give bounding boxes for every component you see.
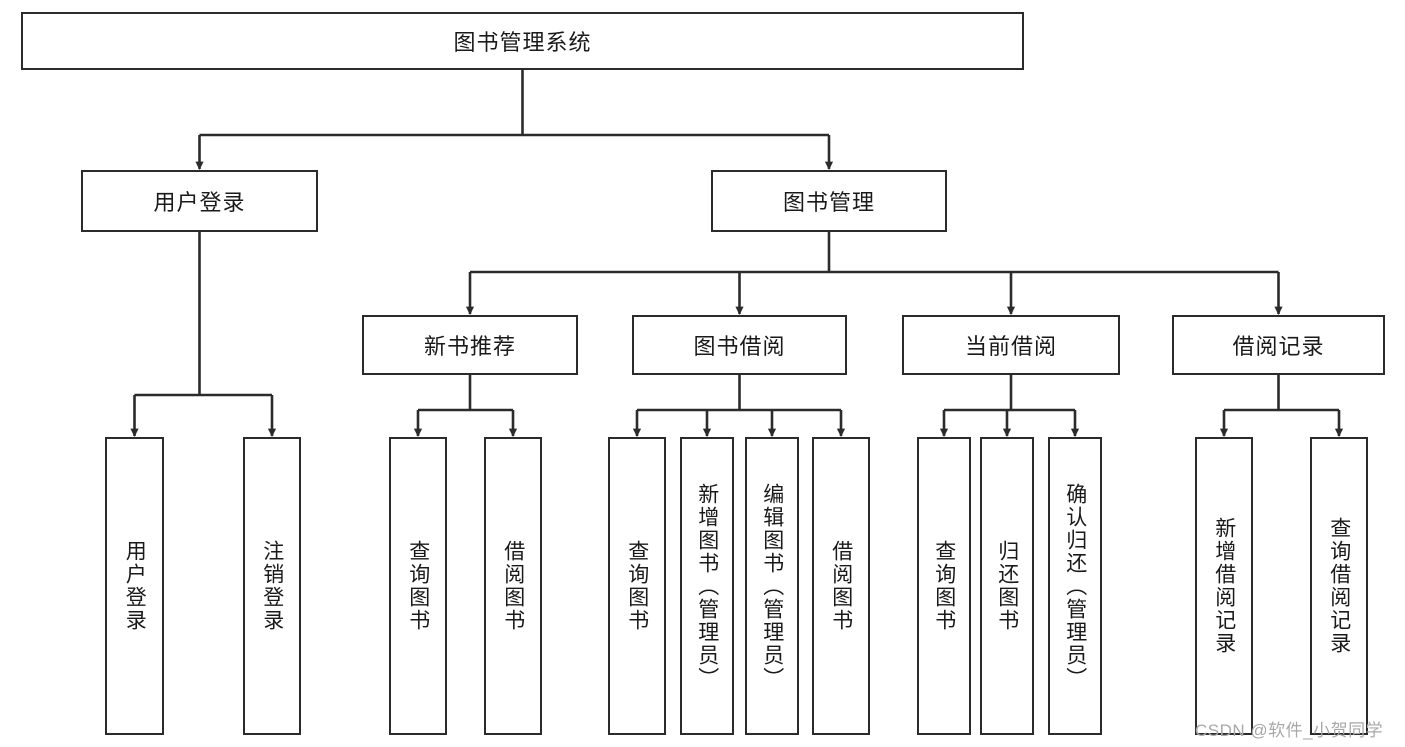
- diagram-node-leaves-6[interactable]: 编辑图书（管理员）: [745, 437, 799, 735]
- node-label: 查询借阅记录: [1327, 517, 1351, 655]
- diagram-node-leaves-5[interactable]: 新增图书（管理员）: [680, 437, 734, 735]
- node-label: 查询图书: [406, 540, 430, 632]
- diagram-node-leaves-9[interactable]: 归还图书: [980, 437, 1034, 735]
- node-label: 借阅图书: [501, 540, 525, 632]
- diagram-node-leaves-2[interactable]: 查询图书: [389, 437, 447, 735]
- node-label: 借阅图书: [829, 540, 853, 632]
- diagram-node-leaves-11[interactable]: 新增借阅记录: [1195, 437, 1253, 735]
- node-label: 图书管理: [782, 190, 875, 215]
- node-label: 用户登录: [123, 540, 147, 632]
- diagram-node-level2-1[interactable]: 图书管理: [711, 170, 947, 232]
- node-label: 确认归还（管理员）: [1063, 482, 1087, 690]
- node-label: 查询图书: [625, 540, 649, 632]
- node-label: 当前借阅: [964, 334, 1057, 359]
- node-label: 编辑图书（管理员）: [760, 482, 784, 690]
- diagram-node-leaves-3[interactable]: 借阅图书: [484, 437, 542, 735]
- node-label: 新书推荐: [423, 334, 516, 359]
- csdn-watermark: CSDN @软件_小贺同学: [1195, 721, 1384, 740]
- node-label: 归还图书: [995, 540, 1019, 632]
- diagram-node-leaves-7[interactable]: 借阅图书: [812, 437, 870, 735]
- diagram-node-level2-0[interactable]: 用户登录: [81, 170, 318, 232]
- diagram-node-leaves-4[interactable]: 查询图书: [608, 437, 666, 735]
- node-label: 借阅记录: [1232, 334, 1325, 359]
- node-label: 新增借阅记录: [1212, 517, 1236, 655]
- node-label: 图书管理系统: [453, 30, 592, 55]
- diagram-node-leaves-8[interactable]: 查询图书: [917, 437, 971, 735]
- node-label: 注销登录: [260, 540, 284, 632]
- diagram-node-level3-2[interactable]: 当前借阅: [902, 315, 1120, 375]
- diagram-node-root-0[interactable]: 图书管理系统: [21, 12, 1024, 70]
- node-label: 新增图书（管理员）: [695, 482, 719, 690]
- diagram-node-level3-1[interactable]: 图书借阅: [632, 315, 847, 375]
- diagram-node-level3-3[interactable]: 借阅记录: [1172, 315, 1385, 375]
- diagram-node-level3-0[interactable]: 新书推荐: [362, 315, 578, 375]
- diagram-node-leaves-10[interactable]: 确认归还（管理员）: [1048, 437, 1102, 735]
- node-label: 查询图书: [932, 540, 956, 632]
- diagram-node-leaves-0[interactable]: 用户登录: [105, 437, 164, 735]
- diagram-node-leaves-1[interactable]: 注销登录: [243, 437, 301, 735]
- node-label: 用户登录: [153, 190, 246, 215]
- diagram-node-leaves-12[interactable]: 查询借阅记录: [1310, 437, 1368, 735]
- node-label: 图书借阅: [693, 334, 786, 359]
